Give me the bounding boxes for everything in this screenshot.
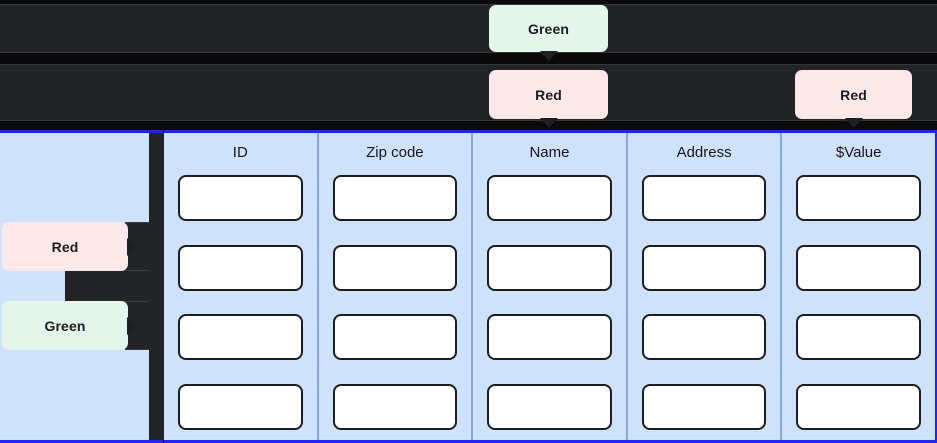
column-cells-zip-code [332, 173, 458, 440]
header-row-1 [0, 4, 937, 53]
annotation-label: Red [840, 86, 867, 103]
table-cell[interactable] [178, 175, 303, 221]
table-cell[interactable] [796, 314, 921, 361]
column-header-value: $Value [835, 144, 882, 161]
table-cell[interactable] [332, 383, 458, 430]
annotation-bubble-red-top-right[interactable]: Red [795, 70, 912, 128]
table-cell[interactable] [487, 314, 612, 361]
column-header-id: ID [232, 144, 248, 161]
column-cells-id [178, 173, 303, 440]
table-cell[interactable] [641, 314, 767, 361]
annotation-label: Green [528, 20, 569, 37]
annotation-bubble-red-top-center[interactable]: Red [489, 70, 608, 128]
table-cell[interactable] [332, 244, 458, 291]
pointer-right-icon [127, 316, 137, 335]
table-cell[interactable] [796, 383, 921, 430]
table-column-value: $Value [782, 133, 935, 440]
table-cell[interactable] [487, 244, 612, 291]
table-cell[interactable] [332, 175, 458, 221]
table-cell[interactable] [796, 244, 921, 291]
data-table-panel: ID Zip code Name [164, 130, 937, 443]
panel-scroll-rail[interactable] [149, 133, 164, 440]
annotation-label: Red [535, 86, 562, 103]
table-column-zip-code: Zip code [318, 133, 474, 440]
pointer-down-icon [539, 118, 558, 128]
column-header-address: Address [676, 144, 732, 161]
annotation-bubble-green-side[interactable]: Green [2, 301, 137, 350]
table-column-address: Address [627, 133, 783, 440]
table-cell[interactable] [641, 383, 767, 430]
table-cell[interactable] [487, 175, 612, 221]
pointer-right-icon [127, 237, 137, 256]
table-cell[interactable] [178, 314, 303, 361]
annotation-label: Red [51, 238, 79, 255]
annotation-bubble-red-side[interactable]: Red [2, 222, 137, 271]
annotation-label: Green [44, 317, 86, 334]
table-cell[interactable] [178, 383, 303, 430]
header-row-2 [0, 64, 937, 121]
column-cells-value [796, 173, 921, 440]
column-cells-address [641, 173, 767, 440]
table-column-id: ID [164, 133, 319, 440]
pointer-down-icon [844, 118, 863, 128]
table-cell[interactable] [641, 175, 767, 221]
table-column-name: Name [473, 133, 628, 440]
table-cell[interactable] [487, 383, 612, 430]
annotation-bubble-green-top[interactable]: Green [489, 5, 608, 61]
table-cell[interactable] [332, 314, 458, 361]
column-header-name: Name [529, 144, 570, 161]
table-cell[interactable] [178, 244, 303, 291]
table-cell[interactable] [641, 244, 767, 291]
column-header-zip-code: Zip code [366, 144, 424, 161]
column-cells-name [487, 173, 612, 440]
table-cell[interactable] [796, 175, 921, 221]
pointer-down-icon [539, 51, 558, 61]
